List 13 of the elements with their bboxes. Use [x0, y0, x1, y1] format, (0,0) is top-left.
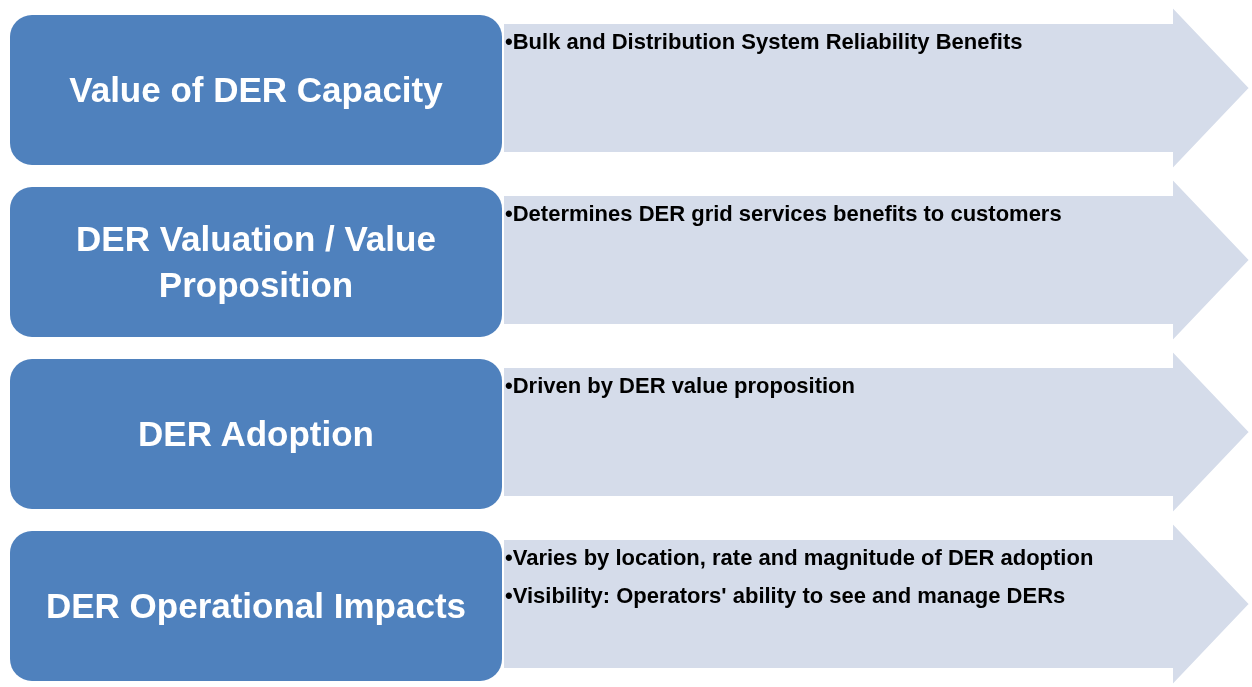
bullet-text: •Varies by location, rate and magnitude of DER adoption	[505, 544, 1095, 572]
title-box	[10, 531, 502, 681]
box-title: DER Valuation / Value Proposition	[75, 218, 437, 306]
box-title: Value of DER Capacity	[69, 69, 443, 111]
box-title: DER Operational Impacts	[45, 585, 467, 627]
box-title: DER Adoption	[138, 413, 374, 455]
bullet-text: •Bulk and Distribution System Reliability Benefits	[505, 28, 1024, 56]
title-box	[10, 187, 502, 337]
bullet-text: •Visibility: Operators' ability to see and manage DERs	[505, 582, 1067, 610]
title-box	[10, 15, 502, 165]
title-box	[10, 359, 502, 509]
bullet-text: •Driven by DER value proposition	[505, 372, 856, 400]
bullet-text: •Determines DER grid services benefits to customers	[505, 200, 1063, 228]
